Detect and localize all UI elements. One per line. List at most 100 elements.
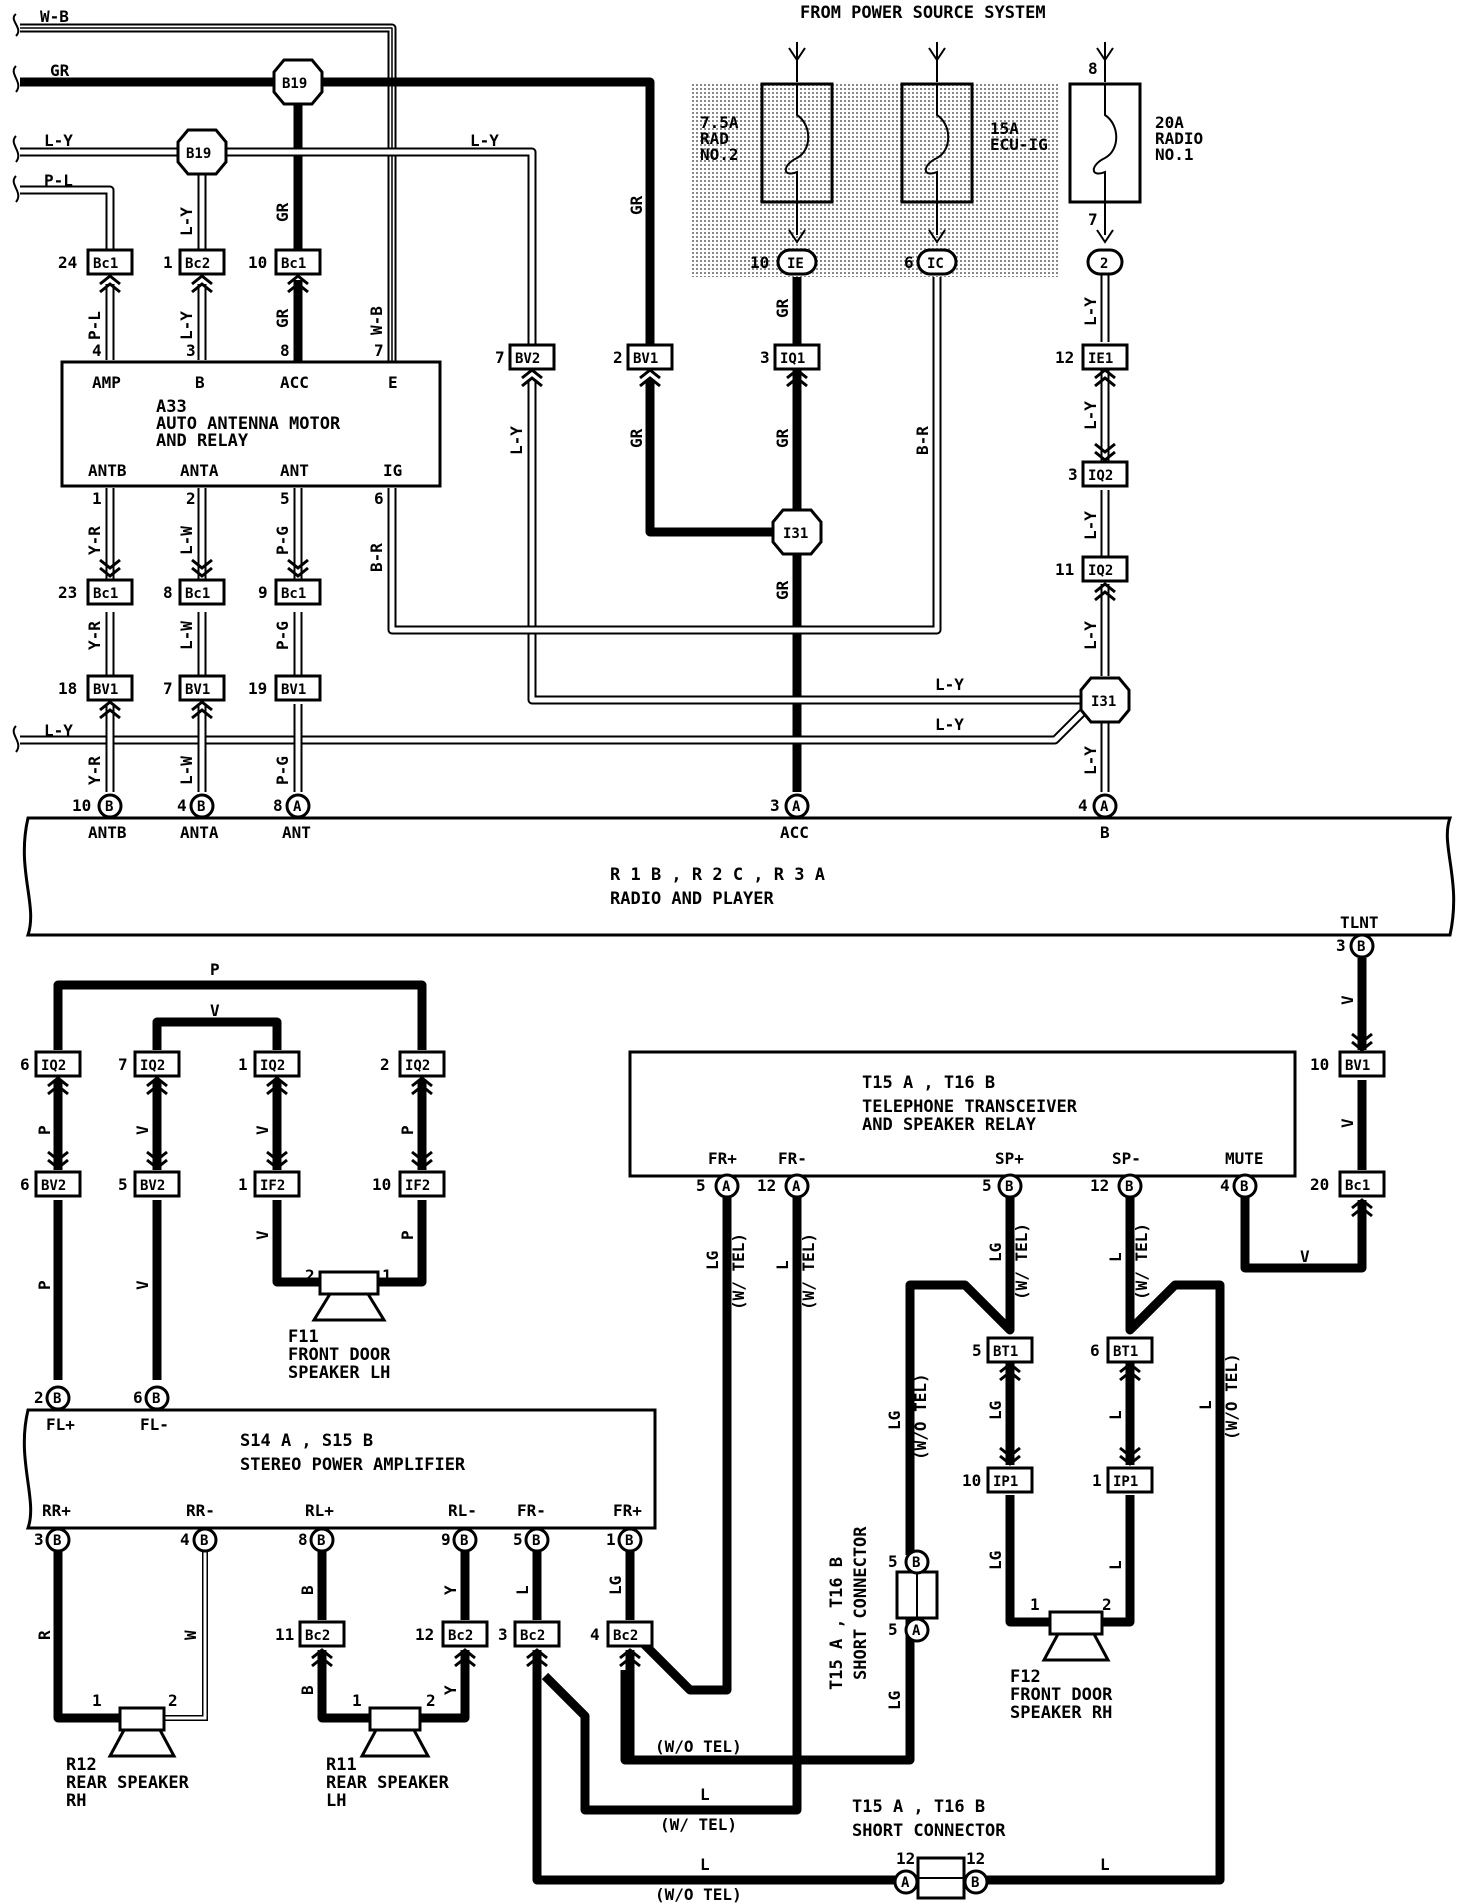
- svg-text:LH: LH: [326, 1791, 346, 1811]
- svg-text:FRONT DOOR: FRONT DOOR: [1010, 1685, 1113, 1705]
- svg-text:12: 12: [415, 1625, 434, 1644]
- svg-text:5: 5: [888, 1620, 898, 1639]
- svg-text:L-Y: L-Y: [177, 311, 196, 340]
- svg-text:A: A: [722, 1179, 731, 1195]
- svg-text:L-Y: L-Y: [470, 131, 499, 150]
- svg-text:Y: Y: [441, 1685, 460, 1695]
- svg-text:L: L: [1100, 1855, 1110, 1874]
- svg-text:(W/ TEL): (W/ TEL): [1012, 1223, 1031, 1300]
- svg-text:23: 23: [58, 583, 77, 602]
- splice-i31-ly: [1079, 676, 1131, 724]
- svg-text:B: B: [195, 373, 205, 392]
- svg-text:L-Y: L-Y: [1081, 746, 1100, 775]
- svg-text:9: 9: [258, 583, 268, 602]
- svg-text:(W/O TEL): (W/O TEL): [911, 1373, 930, 1460]
- svg-text:P-G: P-G: [273, 756, 292, 785]
- svg-text:BV2: BV2: [140, 1178, 165, 1194]
- svg-text:GR: GR: [773, 428, 792, 448]
- svg-text:1: 1: [92, 489, 102, 508]
- svg-text:Bc2: Bc2: [448, 1628, 473, 1644]
- svg-text:L: L: [773, 1260, 792, 1270]
- svg-text:R: R: [35, 1630, 54, 1640]
- svg-text:STEREO POWER AMPLIFIER: STEREO POWER AMPLIFIER: [240, 1455, 466, 1475]
- svg-text:L: L: [700, 1855, 710, 1874]
- svg-text:B: B: [1357, 939, 1365, 955]
- svg-text:(W/ TEL): (W/ TEL): [1132, 1223, 1151, 1300]
- svg-text:Bc1: Bc1: [93, 586, 118, 602]
- svg-text:IP1: IP1: [993, 1474, 1018, 1490]
- svg-text:5: 5: [118, 1175, 128, 1194]
- svg-text:SP+: SP+: [995, 1149, 1024, 1168]
- svg-text:IQ2: IQ2: [41, 1058, 66, 1074]
- svg-text:Y-R: Y-R: [85, 526, 104, 555]
- svg-text:V: V: [1338, 1118, 1357, 1128]
- svg-text:BT1: BT1: [1113, 1344, 1138, 1360]
- svg-text:SHORT CONNECTOR: SHORT CONNECTOR: [851, 1526, 871, 1680]
- radio-and-player: R 1 B , R 2 C , R 3 A RADIO AND PLAYER A…: [22, 793, 1456, 959]
- svg-text:7: 7: [118, 1055, 128, 1074]
- svg-text:8: 8: [273, 796, 283, 815]
- svg-text:AND SPEAKER RELAY: AND SPEAKER RELAY: [862, 1115, 1037, 1135]
- svg-text:L-Y: L-Y: [1081, 401, 1100, 430]
- svg-text:8: 8: [298, 1530, 308, 1549]
- svg-text:T15 A , T16 B: T15 A , T16 B: [852, 1797, 985, 1817]
- svg-text:5: 5: [696, 1176, 706, 1195]
- svg-text:18: 18: [58, 679, 77, 698]
- svg-text:3: 3: [1068, 465, 1078, 484]
- svg-text:ANT: ANT: [280, 461, 309, 480]
- svg-text:E: E: [388, 373, 398, 392]
- svg-text:2: 2: [1102, 1595, 1112, 1614]
- svg-text:Bc1: Bc1: [93, 256, 118, 272]
- svg-text:FL-: FL-: [140, 1415, 169, 1434]
- svg-text:3: 3: [34, 1530, 44, 1549]
- connectors-top: Bc1 24 Bc2 1 Bc1 10 BV2 7 BV1 2 IQ1 3 IE…: [58, 248, 1129, 702]
- svg-text:R11: R11: [326, 1755, 357, 1775]
- svg-text:12: 12: [1090, 1176, 1109, 1195]
- svg-text:A33: A33: [156, 397, 187, 417]
- svg-text:L-W: L-W: [177, 756, 196, 785]
- svg-text:BV1: BV1: [185, 682, 210, 698]
- power-source-title: FROM POWER SOURCE SYSTEM: [800, 3, 1046, 23]
- svg-text:V: V: [133, 1280, 152, 1290]
- svg-text:P-L: P-L: [44, 171, 73, 190]
- svg-text:A: A: [912, 1623, 921, 1639]
- svg-text:8: 8: [163, 583, 173, 602]
- svg-text:B19: B19: [186, 146, 211, 162]
- svg-text:Y-R: Y-R: [85, 756, 104, 785]
- svg-text:W: W: [181, 1630, 200, 1640]
- short-connector-horizontal: A 12 B 12 T15 A , T16 B SHORT CONNECTOR: [852, 1797, 1006, 1900]
- svg-text:L-Y: L-Y: [1081, 511, 1100, 540]
- svg-text:BV2: BV2: [41, 1178, 66, 1194]
- svg-text:(W/O TEL): (W/O TEL): [655, 1885, 742, 1904]
- svg-text:4: 4: [1220, 1176, 1230, 1195]
- svg-text:1: 1: [92, 1691, 102, 1710]
- svg-text:IF2: IF2: [260, 1178, 285, 1194]
- svg-text:1: 1: [606, 1530, 616, 1549]
- connectors-lower: Bc2 11 Bc2 12 Bc2 3 Bc2 4: [275, 1620, 654, 1648]
- svg-text:1: 1: [1092, 1471, 1102, 1490]
- svg-text:Bc1: Bc1: [281, 586, 306, 602]
- svg-text:10: 10: [1310, 1055, 1329, 1074]
- svg-text:BV1: BV1: [633, 351, 658, 367]
- svg-text:SHORT CONNECTOR: SHORT CONNECTOR: [852, 1821, 1006, 1841]
- svg-text:V: V: [1300, 1247, 1310, 1266]
- svg-text:RL-: RL-: [448, 1501, 477, 1520]
- svg-text:P: P: [398, 1125, 417, 1135]
- svg-text:RR-: RR-: [186, 1501, 215, 1520]
- svg-text:IQ2: IQ2: [260, 1058, 285, 1074]
- svg-text:MUTE: MUTE: [1225, 1149, 1264, 1168]
- svg-text:1: 1: [238, 1175, 248, 1194]
- svg-text:3: 3: [186, 341, 196, 360]
- svg-text:IC: IC: [927, 256, 944, 272]
- svg-text:LG: LG: [986, 1551, 1005, 1570]
- svg-text:LG: LG: [885, 1691, 904, 1710]
- svg-text:GR: GR: [273, 202, 292, 222]
- svg-text:1: 1: [163, 253, 173, 272]
- svg-text:1: 1: [238, 1055, 248, 1074]
- svg-text:B: B: [971, 1875, 979, 1891]
- auto-antenna-motor-relay: AMP B ACC E A33 AUTO ANTENNA MOTOR AND R…: [60, 341, 442, 508]
- svg-text:3: 3: [1336, 936, 1346, 955]
- svg-text:P-G: P-G: [273, 526, 292, 555]
- splice-b19-top: [272, 58, 324, 106]
